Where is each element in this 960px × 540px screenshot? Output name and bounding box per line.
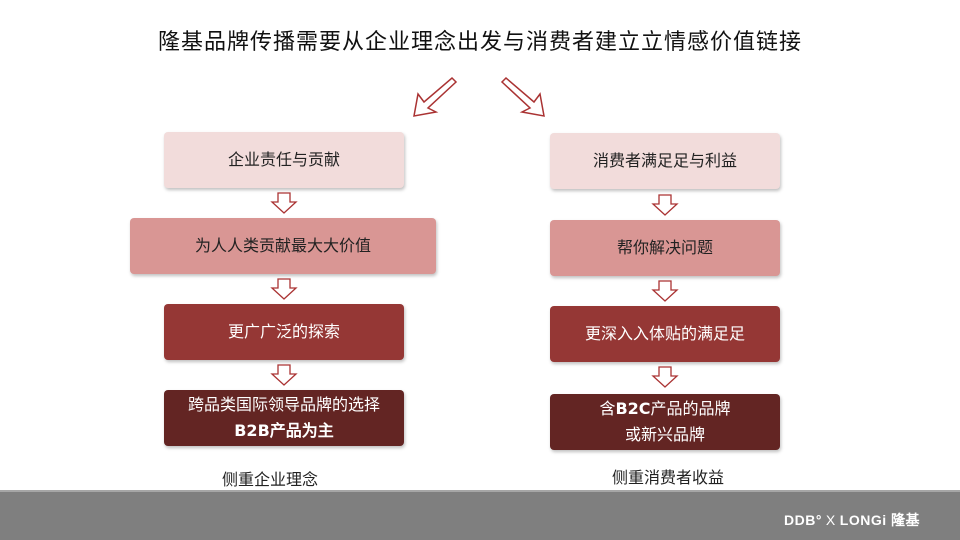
right-box-4-line1: 含B2C产品的品牌 [599, 396, 730, 422]
right-box-1: 消费者满足足与利益 [550, 133, 780, 189]
right-diagonal-arrow-icon [500, 76, 545, 117]
ddb-logo: DDB° [783, 512, 822, 528]
right-box-4-bold: B2C [615, 399, 651, 418]
left-down-arrow-2-icon [270, 278, 298, 300]
right-box-2: 帮你解决问题 [550, 220, 780, 276]
left-box-2-text: 为人人类贡献最大大价值 [194, 236, 371, 255]
right-box-4: 含B2C产品的品牌 或新兴品牌 [550, 394, 780, 450]
right-caption: 侧重消费者收益 [612, 468, 725, 487]
left-box-4-line2: B2B产品为主 [234, 421, 334, 440]
left-box-3-text: 更广广泛的探索 [227, 322, 340, 341]
left-down-arrow-3-icon [270, 364, 298, 386]
left-box-3: 更广广泛的探索 [164, 304, 404, 360]
logo-x: X [825, 512, 836, 528]
left-caption: 侧重企业理念 [222, 470, 319, 489]
right-box-3-text: 更深入入体贴的满足足 [584, 324, 745, 343]
left-down-arrow-1-icon [270, 192, 298, 214]
right-box-2-text: 帮你解决问题 [616, 238, 713, 257]
right-box-4-line2: 或新兴品牌 [624, 425, 705, 444]
left-box-4: 跨品类国际领导品牌的选择 B2B产品为主 [164, 390, 404, 446]
left-box-2: 为人人类贡献最大大价值 [130, 218, 436, 274]
left-box-1: 企业责任与贡献 [164, 132, 404, 188]
left-diagonal-arrow-icon [413, 76, 458, 117]
footer-bar [0, 492, 960, 540]
right-down-arrow-2-icon [651, 280, 679, 302]
left-box-4-line1: 跨品类国际领导品牌的选择 [187, 395, 380, 414]
longi-logo: LONGi 隆基 [839, 512, 920, 528]
right-box-3: 更深入入体贴的满足足 [550, 306, 780, 362]
right-box-4-pre: 含 [599, 399, 616, 418]
right-down-arrow-1-icon [651, 194, 679, 216]
diagram-title: 隆基品牌传播需要从企业理念出发与消费者建立立情感价值链接 [157, 30, 802, 55]
right-box-4-post: 产品的品牌 [650, 399, 731, 418]
right-down-arrow-3-icon [651, 366, 679, 388]
left-box-1-text: 企业责任与贡献 [227, 150, 340, 169]
right-box-1-text: 消费者满足足与利益 [592, 151, 737, 170]
